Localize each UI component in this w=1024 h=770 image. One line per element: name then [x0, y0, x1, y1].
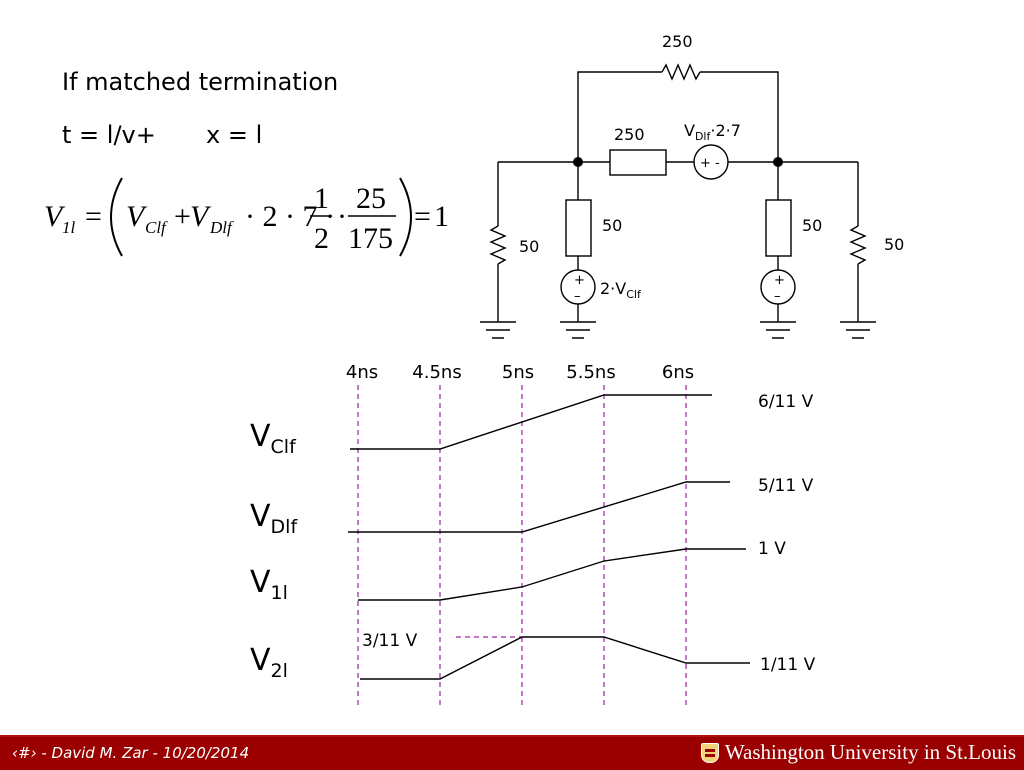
- node-left: [573, 157, 583, 167]
- value-label-vclf: 6/11 V: [758, 392, 814, 412]
- label-r-left-shunt: 50: [519, 237, 539, 256]
- eq-term2-base: V: [190, 200, 212, 233]
- footer-credit: ‹#› - David M. Zar - 10/20/2014: [12, 744, 250, 762]
- eq-frac2-num: 25: [356, 182, 386, 215]
- eq-term2-sub: Dlf: [209, 218, 234, 237]
- label-src-left-minus: –: [574, 289, 581, 304]
- label-r-right-series: 50: [802, 216, 822, 235]
- signal-vclf-base: V: [250, 419, 271, 454]
- eq-dot: ·: [337, 200, 347, 233]
- time-equation: t = l/v+: [62, 121, 156, 149]
- eq-frac1-den: 2: [314, 222, 329, 255]
- ground-2: [560, 321, 596, 339]
- signal-vclf-sub: Clf: [271, 436, 298, 458]
- eq-equals-1: =: [85, 200, 102, 233]
- node-right: [773, 157, 783, 167]
- signal-vdlf-sub: Dlf: [271, 516, 299, 538]
- value-label-v2l: 1/11 V: [760, 655, 816, 675]
- position-equation: x = l: [206, 121, 263, 149]
- signal-v1l-sub: 1l: [271, 582, 288, 604]
- resistor-right-series: [765, 199, 792, 257]
- signal-vdlf-base: V: [250, 499, 271, 534]
- resistor-top-250: [661, 63, 701, 81]
- eq-frac2-den: 175: [348, 222, 393, 255]
- circuit-diagram: 250 250 VDlf·2·7 + - 50 50 50 50 2·VClf …: [480, 32, 904, 339]
- peak-label-v2l: 3/11 V: [362, 631, 418, 651]
- time-label-5_5ns: 5.5ns: [566, 362, 615, 383]
- label-src-mid-base: V: [684, 121, 695, 140]
- resistor-right-shunt: [849, 225, 867, 265]
- label-src-mid-sign: + -: [700, 156, 720, 171]
- time-label-5ns: 5ns: [502, 362, 534, 383]
- time-label-4_5ns: 4.5ns: [412, 362, 461, 383]
- label-r-right-shunt: 50: [884, 235, 904, 254]
- svg-text:V1l: V1l: [250, 565, 288, 604]
- resistor-left-series: [565, 199, 592, 257]
- eq-right-paren: [399, 177, 412, 257]
- university-logo: Washington University in St.Louis: [700, 740, 1016, 765]
- waveform-vdlf: [348, 481, 730, 533]
- label-r-top: 250: [662, 32, 693, 51]
- time-label-6ns: 6ns: [662, 362, 694, 383]
- signal-v2l-sub: 2l: [271, 660, 288, 682]
- eq-lhs-base: V: [44, 200, 66, 233]
- eq-equals-2: =: [414, 200, 431, 233]
- value-label-v1l: 1 V: [758, 539, 786, 559]
- svg-text:2·VClf: 2·VClf: [600, 279, 642, 301]
- eq-left-paren: [110, 177, 123, 257]
- label-src-right-plus: +: [774, 273, 785, 288]
- signal-v2l-base: V: [250, 643, 271, 678]
- eq-plus: +: [174, 200, 191, 233]
- v1l-equation: V 1l = V Clf + V Dlf · 2 · 7 · 1 2 · 25 …: [44, 177, 449, 257]
- ground-4: [840, 321, 876, 339]
- svg-text:VDlf·2·7: VDlf·2·7: [684, 121, 741, 143]
- label-src-mid-sub: Dlf: [695, 130, 712, 143]
- waveform-vclf: [350, 394, 712, 450]
- eq-term1-base: V: [126, 200, 148, 233]
- slide-heading: If matched termination: [62, 68, 339, 96]
- resistor-left-shunt: [489, 225, 507, 265]
- waveform-v1l: [358, 548, 746, 601]
- eq-rhs: 1: [434, 200, 449, 233]
- label-src-left-plus: +: [574, 273, 585, 288]
- svg-text:V2l: V2l: [250, 643, 288, 682]
- footer-bar: ‹#› - David M. Zar - 10/20/2014 Washingt…: [0, 735, 1024, 770]
- svg-text:VDlf: VDlf: [250, 499, 298, 538]
- eq-term1-sub: Clf: [145, 218, 168, 237]
- timing-diagram: 4ns 4.5ns 5ns 5.5ns 6ns 6/11 V 5/11 V 1 …: [250, 362, 816, 705]
- eq-frac1-num: 1: [314, 182, 329, 215]
- eq-lhs-sub: 1l: [62, 218, 76, 237]
- university-name: Washington University in St.Louis: [724, 740, 1016, 764]
- waveform-v2l: [360, 636, 750, 680]
- signal-v1l-base: V: [250, 565, 271, 600]
- label-src-left-base: 2·V: [600, 279, 626, 298]
- ground-3: [760, 321, 796, 339]
- value-label-vdlf: 5/11 V: [758, 476, 814, 496]
- label-src-mid-tail: ·2·7: [710, 121, 741, 140]
- university-shield-icon: [700, 742, 719, 763]
- time-label-4ns: 4ns: [346, 362, 378, 383]
- label-r-mid: 250: [614, 125, 645, 144]
- svg-text:VClf: VClf: [250, 419, 297, 458]
- ground-1: [480, 321, 516, 339]
- resistor-mid-250: [609, 149, 667, 176]
- label-src-left-sub: Clf: [626, 288, 642, 301]
- label-src-right-minus: –: [774, 289, 781, 304]
- label-r-left-series: 50: [602, 216, 622, 235]
